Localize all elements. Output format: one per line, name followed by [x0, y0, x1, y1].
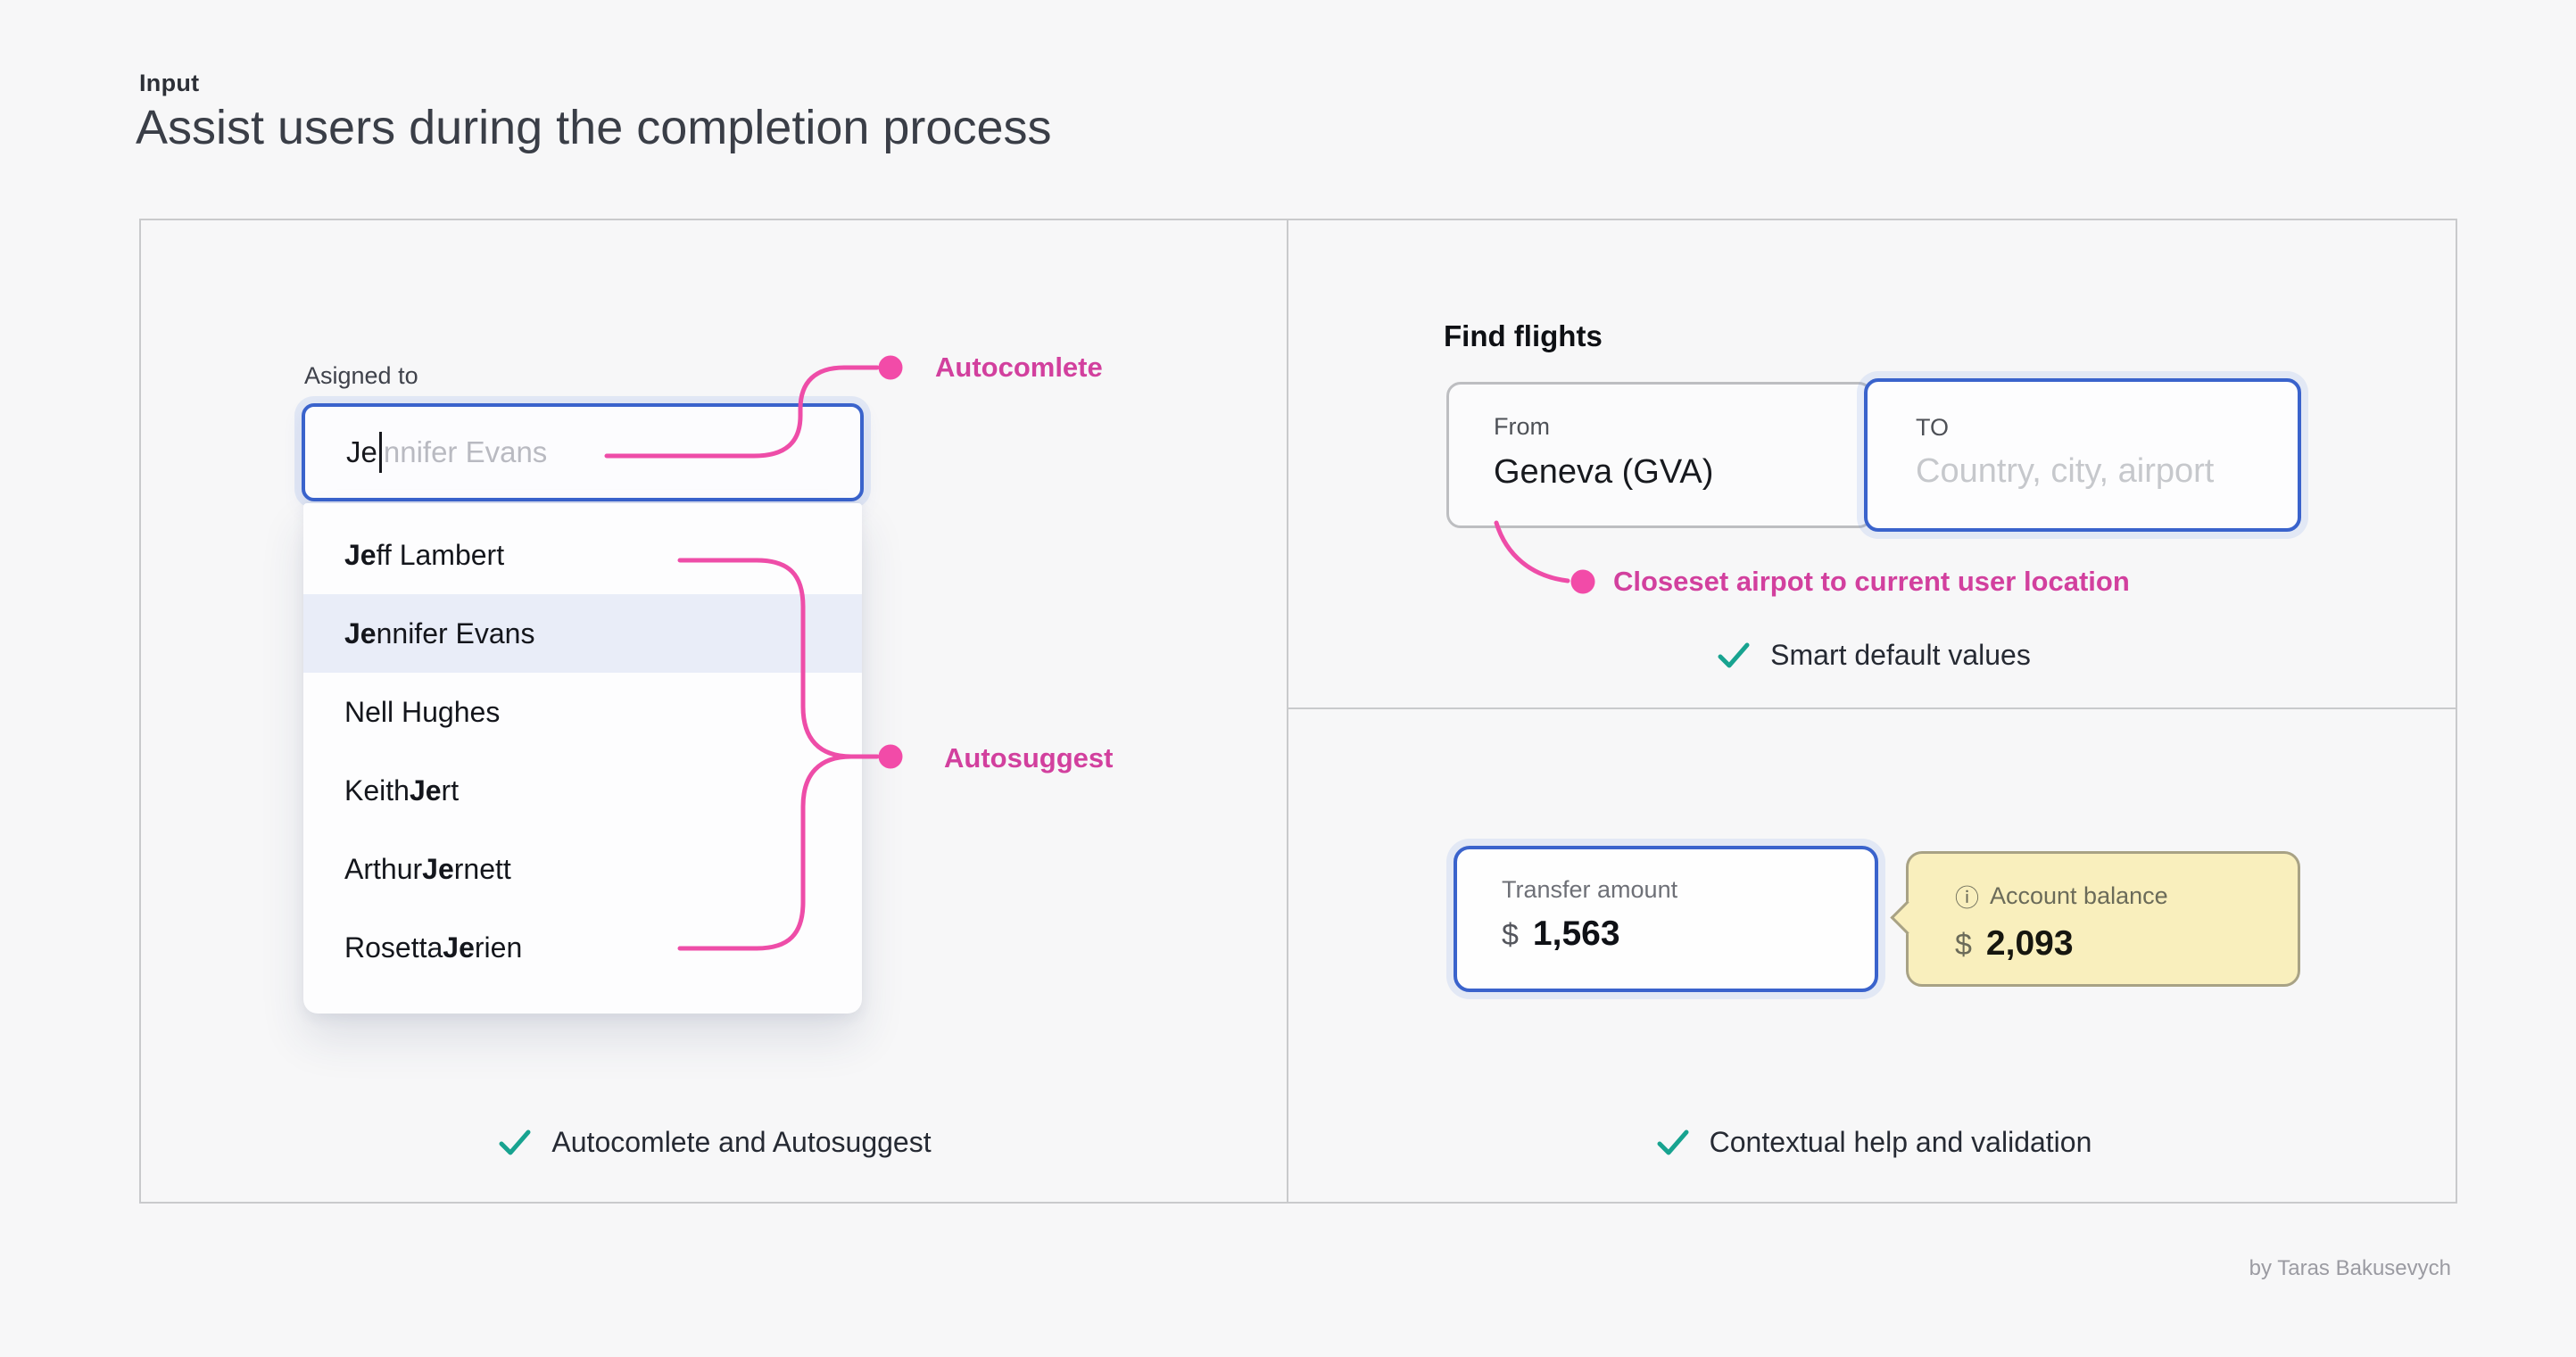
contextual-footer-note: Contextual help and validation [1446, 1126, 2301, 1159]
list-item-text: ff Lambert [376, 538, 505, 571]
section-eyebrow: Input [139, 70, 200, 96]
list-item-text: Je [344, 616, 377, 650]
closest-airport-callout-label: Closeset airpot to current user location [1613, 566, 2130, 597]
inline-suggestion-text: nnifer Evans [383, 435, 548, 468]
autosuggest-callout-label: Autosuggest [944, 742, 1114, 774]
text-cursor [378, 432, 382, 473]
note-text: Contextual help and validation [1709, 1126, 2092, 1158]
from-value: Geneva (GVA) [1494, 453, 1714, 491]
flight-from-input[interactable]: From Geneva (GVA) [1446, 382, 1873, 528]
from-label: From [1494, 413, 1550, 440]
autocomplete-callout-label: Autocomlete [935, 352, 1103, 383]
list-item-text: Je [409, 774, 442, 807]
flight-to-input[interactable]: TO Country, city, airport [1864, 378, 2301, 532]
contextual-demo-panel [1288, 219, 2457, 1204]
panel-divider [1288, 707, 2456, 709]
note-text: Autocomlete and Autosuggest [551, 1126, 932, 1158]
checkmark-icon [1657, 1129, 1689, 1154]
account-balance-value: 2,093 [1985, 924, 2074, 963]
currency-symbol: $ [1955, 928, 1972, 962]
currency-symbol: $ [1502, 918, 1519, 952]
transfer-amount-input[interactable]: Transfer amount $ 1,563 [1454, 846, 1878, 992]
list-item-text: Rosetta [344, 931, 443, 964]
author-credit: by Taras Bakusevych [2249, 1256, 2451, 1280]
note-text: Smart default values [1770, 639, 2031, 671]
account-balance-tooltip: ⓘ Account balance $ 2,093 [1890, 851, 2300, 987]
transfer-amount-label: Transfer amount [1502, 876, 1678, 903]
list-item-text: rt [441, 774, 460, 807]
list-item-text: Keith [344, 774, 410, 807]
to-label: TO [1916, 414, 1950, 441]
list-item[interactable]: Nell Hughes [303, 673, 862, 751]
list-item-text: nnifer Evans [376, 616, 535, 650]
list-item-text: Je [443, 931, 475, 964]
checkmark-icon [1718, 642, 1750, 667]
find-flights-heading: Find flights [1444, 319, 1603, 352]
page-title: Assist users during the completion proce… [136, 101, 1052, 154]
to-placeholder: Country, city, airport [1916, 452, 2215, 490]
assignee-input[interactable]: Je nnifer Evans [302, 403, 864, 501]
checkmark-icon [499, 1129, 531, 1154]
account-balance-label: Account balance [1990, 882, 2168, 909]
list-item-text: Je [422, 852, 454, 885]
list-item-text: rnett [453, 852, 511, 885]
typed-text: Je [346, 435, 377, 468]
autocomplete-footer-note: Autocomlete and Autosuggest [139, 1126, 1290, 1159]
list-item-text: Je [344, 538, 377, 571]
transfer-amount-value: 1,563 [1532, 914, 1620, 953]
info-icon: ⓘ [1955, 885, 1979, 912]
list-item-text: Arthur [344, 852, 423, 885]
smart-defaults-note: Smart default values [1446, 639, 2301, 672]
assignee-field-label: Asigned to [304, 362, 418, 389]
list-item-text: Nell Hughes [344, 695, 501, 728]
autocomplete-demo-panel [139, 219, 1288, 1204]
list-item-text: rien [474, 931, 523, 964]
